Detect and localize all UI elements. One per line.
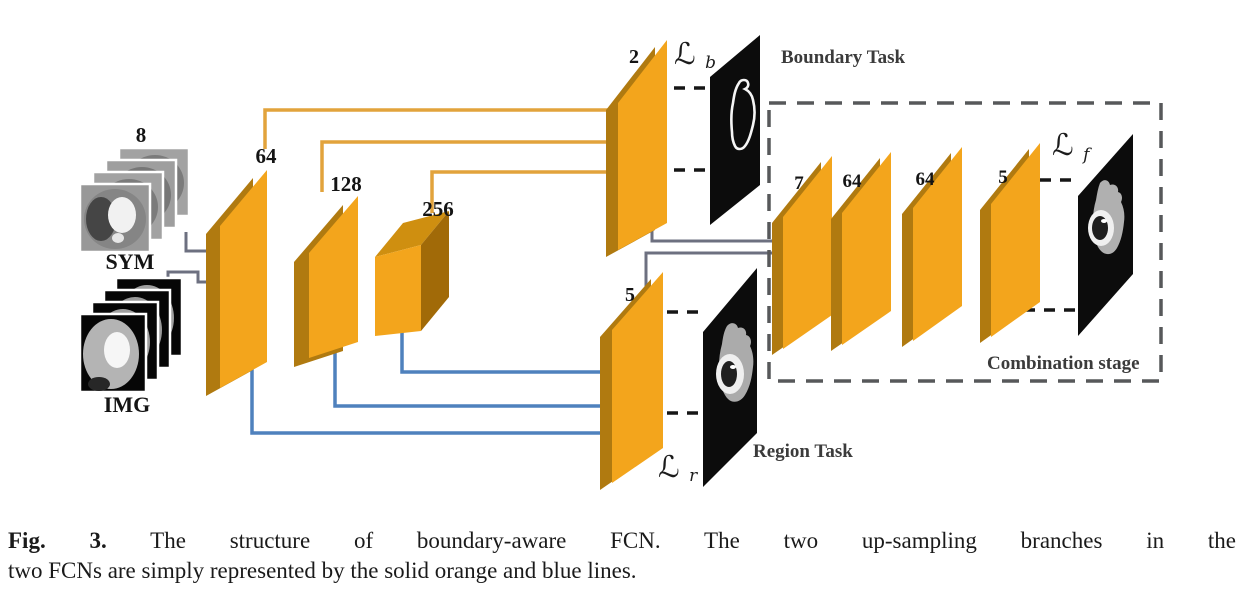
combination-layer-64a-face (842, 152, 891, 345)
region-layer-label: 5 (625, 284, 635, 306)
region-output-layer (600, 272, 663, 490)
encoder-layer-256-top (375, 211, 449, 257)
combination-layer-5 (980, 143, 1040, 343)
loss-boundary-symbol: ℒ (674, 37, 696, 72)
encoder-layer-128 (294, 196, 358, 367)
boundary-output-layer-face (618, 40, 667, 250)
caption-line-1: Fig. 3. The structure of boundary-aware … (8, 526, 1236, 556)
region-output-layer-face (612, 272, 663, 483)
encoder-128-label: 128 (330, 172, 362, 196)
combination-layer-64a (831, 152, 891, 351)
img-stack-label: IMG (104, 392, 150, 417)
caption-tag: Fig. 3. (8, 528, 107, 553)
sym-stack-label: SYM (106, 249, 155, 274)
mri-sym-slice-1 (78, 182, 152, 254)
boundary-to-combination-connector (650, 228, 792, 243)
loss-region-subscript: r (689, 466, 698, 486)
combination-64b-label: 64 (916, 169, 936, 190)
combination-layer-64b-face (913, 147, 962, 341)
loss-region-symbol: ℒ (658, 450, 680, 485)
orange-skip-line-3 (430, 170, 608, 213)
caption-line-2: two FCNs are simply represented by the s… (8, 558, 637, 583)
final-gt-speck (1101, 219, 1107, 223)
combination-stage-label: Combination stage (987, 353, 1140, 374)
loss-final-symbol: ℒ (1052, 128, 1074, 163)
final-gt-image (1078, 134, 1133, 336)
boundary-output-layer (606, 40, 667, 257)
combination-layer-7 (772, 156, 832, 355)
caption-line-1-text: The structure of boundary-aware FCN. The… (150, 528, 1236, 553)
loss-boundary-subscript: b (705, 53, 716, 73)
combination-layer-64b (902, 147, 962, 347)
encoder-layer-256 (375, 211, 449, 336)
orange-skip-line-1 (263, 108, 608, 149)
encoder-256-label: 256 (422, 197, 454, 221)
region-task-label: Region Task (753, 441, 853, 462)
mri-img-slice-1 (78, 312, 148, 394)
orange-skip-line-2 (320, 140, 608, 192)
region-gt-core (721, 361, 737, 387)
region-gt-image (703, 268, 757, 487)
input-sym-stack (78, 146, 191, 254)
combination-stage-box (767, 101, 1163, 383)
fcn-architecture-diagram: 8 SYM IMG 64 128 256 2 ℒ b Boundary Task… (78, 35, 1163, 490)
blue-skip-line-1 (250, 368, 602, 435)
boundary-contour (730, 78, 756, 151)
sym-count-label: 8 (136, 123, 147, 147)
boundary-layer-label: 2 (629, 46, 639, 68)
combination-layer-5-face (991, 143, 1040, 337)
region-gt-speck (730, 365, 736, 369)
loss-label-region: ℒ r (658, 450, 698, 486)
blue-skip-line-2 (333, 352, 602, 408)
encoder-layer-128-face (309, 196, 358, 358)
combination-5-label: 5 (998, 167, 1008, 188)
combination-64a-label: 64 (843, 171, 863, 192)
combination-layer-7-face (783, 156, 832, 349)
encoder-layer-256-right (421, 211, 449, 331)
blue-skip-line-3 (400, 332, 602, 374)
region-to-combination-connector (644, 251, 792, 291)
encoder-64-label: 64 (256, 144, 278, 168)
sym-to-encoder-connector (184, 232, 212, 253)
loss-final-subscript: f (1081, 145, 1092, 165)
loss-label-final: ℒ f (1052, 128, 1092, 165)
combination-7-label: 7 (794, 173, 804, 194)
encoder-layer-64 (206, 170, 267, 396)
boundary-gt-image (710, 35, 760, 225)
encoder-layer-256-face (375, 245, 421, 336)
figure-caption: Fig. 3. The structure of boundary-aware … (8, 526, 1236, 586)
encoder-layer-64-face (220, 170, 267, 388)
input-img-stack (78, 276, 184, 394)
boundary-task-label: Boundary Task (781, 47, 906, 68)
loss-label-boundary: ℒ b (674, 37, 716, 73)
